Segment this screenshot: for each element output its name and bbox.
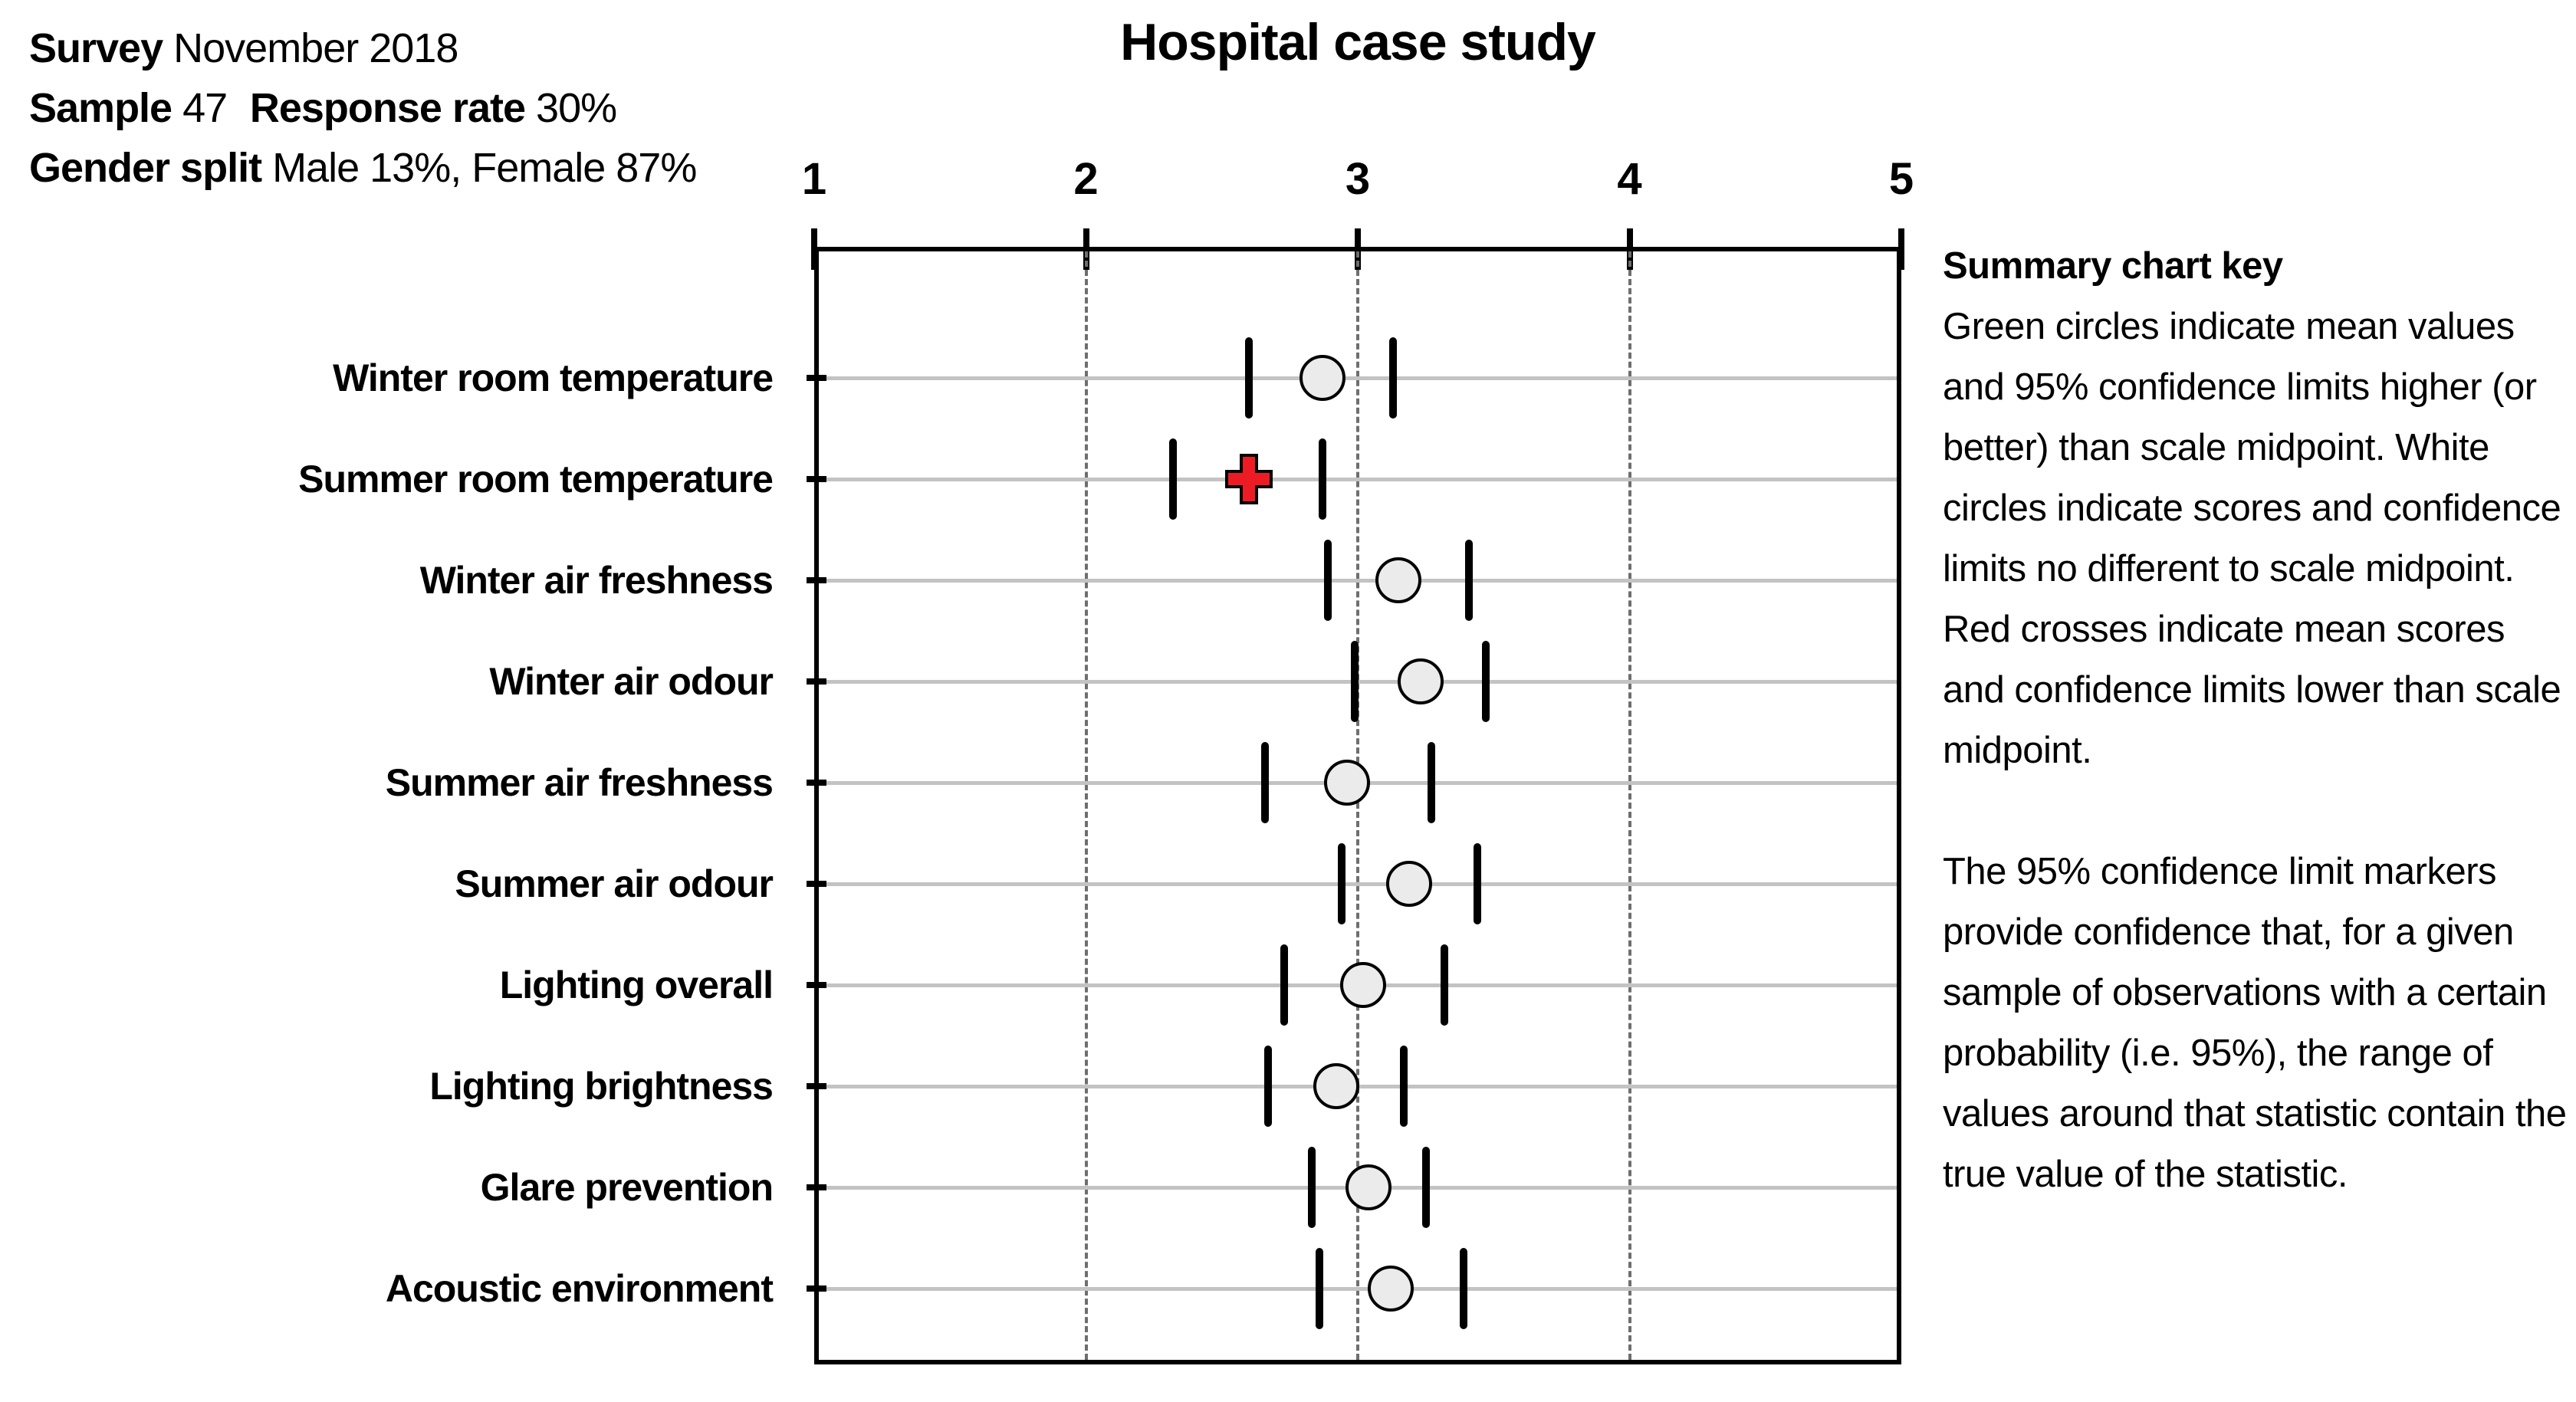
- category-label: Summer air freshness: [385, 761, 774, 804]
- category-label: Glare prevention: [480, 1166, 774, 1209]
- ci-lower-limit-marker: [1351, 641, 1359, 722]
- row-grid-line: [819, 882, 1897, 886]
- category-label: Winter air freshness: [419, 559, 774, 602]
- white-circle-mean-marker: [1323, 760, 1370, 806]
- category-label: Lighting overall: [499, 964, 774, 1006]
- ci-lower-limit-marker: [1307, 1147, 1316, 1228]
- ci-lower-limit-marker: [1316, 1248, 1324, 1329]
- white-circle-mean-marker: [1299, 355, 1346, 401]
- y-axis-tick-mark: [807, 375, 826, 381]
- y-axis-tick-mark: [807, 1285, 826, 1292]
- x-axis-tick-label-4: 4: [1617, 154, 1642, 204]
- survey-info: Survey November 2018 Sample 47 Response r…: [29, 18, 697, 198]
- y-axis-tick-mark: [807, 476, 826, 482]
- ci-lower-limit-marker: [1280, 944, 1289, 1026]
- sample-value: 47: [182, 85, 228, 131]
- ci-upper-limit-marker: [1473, 843, 1481, 924]
- dashed-gridline-3: [1356, 251, 1359, 1360]
- plot-area: [807, 228, 1904, 1364]
- category-label: Winter air odour: [489, 660, 774, 703]
- y-axis-tick-mark: [807, 1083, 826, 1089]
- sample-label: Sample: [29, 85, 172, 131]
- survey-label: Survey: [29, 25, 163, 71]
- response-rate-label: Response rate: [249, 85, 526, 131]
- ci-lower-limit-marker: [1245, 337, 1254, 419]
- ci-upper-limit-marker: [1400, 1046, 1408, 1127]
- gender-split-label: Gender split: [29, 145, 262, 191]
- ci-upper-limit-marker: [1389, 337, 1398, 419]
- x-axis-tick-mark-3: [1355, 228, 1361, 270]
- x-axis-tick-label-2: 2: [1073, 154, 1099, 204]
- category-label: Winter room temperature: [333, 356, 774, 399]
- y-axis-tick-mark: [807, 1184, 826, 1190]
- ci-upper-limit-marker: [1421, 1147, 1430, 1228]
- x-axis-tick-label-3: 3: [1345, 154, 1371, 204]
- row-grid-line: [819, 478, 1897, 481]
- ci-upper-limit-marker: [1427, 742, 1435, 823]
- white-circle-mean-marker: [1375, 557, 1422, 603]
- ci-lower-limit-marker: [1261, 742, 1270, 823]
- dashed-gridline-4: [1628, 251, 1631, 1360]
- white-circle-mean-marker: [1340, 962, 1387, 1008]
- dashed-gridline-2: [1084, 251, 1088, 1360]
- ci-lower-limit-marker: [1168, 438, 1177, 520]
- summary-chart-key: Summary chart key Green circles indicate…: [1943, 236, 2573, 1205]
- category-label: Summer room temperature: [298, 458, 774, 501]
- key-paragraph-confidence: The 95% confidence limit markers provide…: [1943, 851, 2567, 1195]
- ci-lower-limit-marker: [1337, 843, 1346, 924]
- x-axis-tick-mark-4: [1626, 228, 1633, 270]
- category-label: Summer air odour: [455, 862, 774, 905]
- ci-lower-limit-marker: [1324, 540, 1332, 621]
- y-axis-tick-mark: [807, 577, 826, 583]
- white-circle-mean-marker: [1367, 1266, 1414, 1312]
- white-circle-mean-marker: [1313, 1063, 1359, 1109]
- x-axis-tick-mark-1: [811, 228, 817, 270]
- x-axis-tick-label-1: 1: [801, 154, 827, 204]
- key-paragraph-markers: Green circles indicate mean values and 9…: [1943, 306, 2561, 771]
- x-axis-tick-mark-5: [1898, 228, 1904, 270]
- category-label: Lighting brightness: [429, 1065, 774, 1108]
- survey-info-line-2: Sample 47 Response rate 30%: [29, 78, 696, 138]
- chart-title: Hospital case study: [1120, 13, 1596, 71]
- y-axis-tick-mark: [807, 780, 826, 786]
- ci-upper-limit-marker: [1481, 641, 1490, 722]
- ci-upper-limit-marker: [1318, 438, 1326, 520]
- row-grid-line: [819, 579, 1897, 583]
- x-axis-tick-label-5: 5: [1888, 154, 1914, 204]
- response-rate-value: 30%: [536, 85, 617, 131]
- survey-value: November 2018: [173, 25, 458, 71]
- ci-upper-limit-marker: [1460, 1248, 1468, 1329]
- ci-upper-limit-marker: [1465, 540, 1474, 621]
- category-label: Acoustic environment: [385, 1267, 774, 1310]
- y-axis-tick-mark: [807, 678, 826, 685]
- key-title: Summary chart key: [1943, 245, 2283, 287]
- survey-info-line-3: Gender split Male 13%, Female 87%: [29, 138, 697, 198]
- ci-lower-limit-marker: [1264, 1046, 1272, 1127]
- white-circle-mean-marker: [1386, 861, 1433, 907]
- white-circle-mean-marker: [1346, 1164, 1392, 1210]
- row-grid-line: [819, 1287, 1897, 1291]
- ci-upper-limit-marker: [1441, 944, 1449, 1026]
- row-grid-line: [819, 376, 1897, 380]
- white-circle-mean-marker: [1397, 658, 1444, 704]
- y-axis-tick-mark: [807, 982, 826, 988]
- gender-split-value: Male 13%, Female 87%: [272, 145, 697, 191]
- survey-info-line-1: Survey November 2018: [29, 18, 696, 78]
- y-axis-tick-mark: [807, 881, 826, 887]
- x-axis-tick-mark-2: [1083, 228, 1089, 270]
- red-cross-mean-marker: [1225, 454, 1273, 504]
